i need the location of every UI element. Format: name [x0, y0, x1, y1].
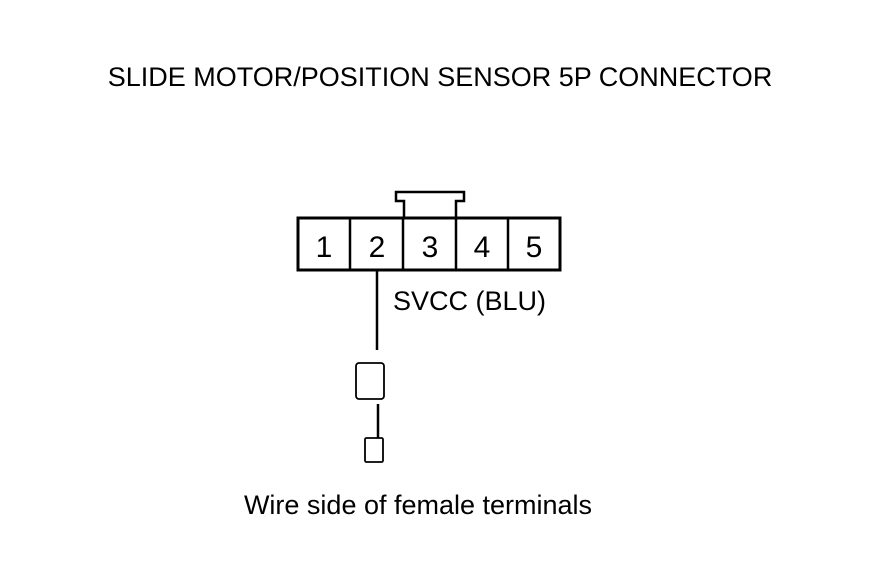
probe-body: [355, 362, 385, 400]
diagram-title: SLIDE MOTOR/POSITION SENSOR 5P CONNECTOR: [107, 62, 773, 92]
pin-2-label: 2: [369, 231, 386, 264]
connector-body: [296, 216, 562, 272]
wire-label: SVCC (BLU): [393, 286, 546, 316]
connector-lock-tab: [394, 190, 466, 218]
pin-1-label: 1: [316, 231, 333, 264]
pin-5-label: 5: [526, 231, 543, 264]
probe-tip: [364, 437, 384, 463]
diagram-caption: Wire side of female terminals: [244, 490, 592, 520]
pin-4-label: 4: [474, 231, 491, 264]
pin-3-label: 3: [422, 231, 439, 264]
